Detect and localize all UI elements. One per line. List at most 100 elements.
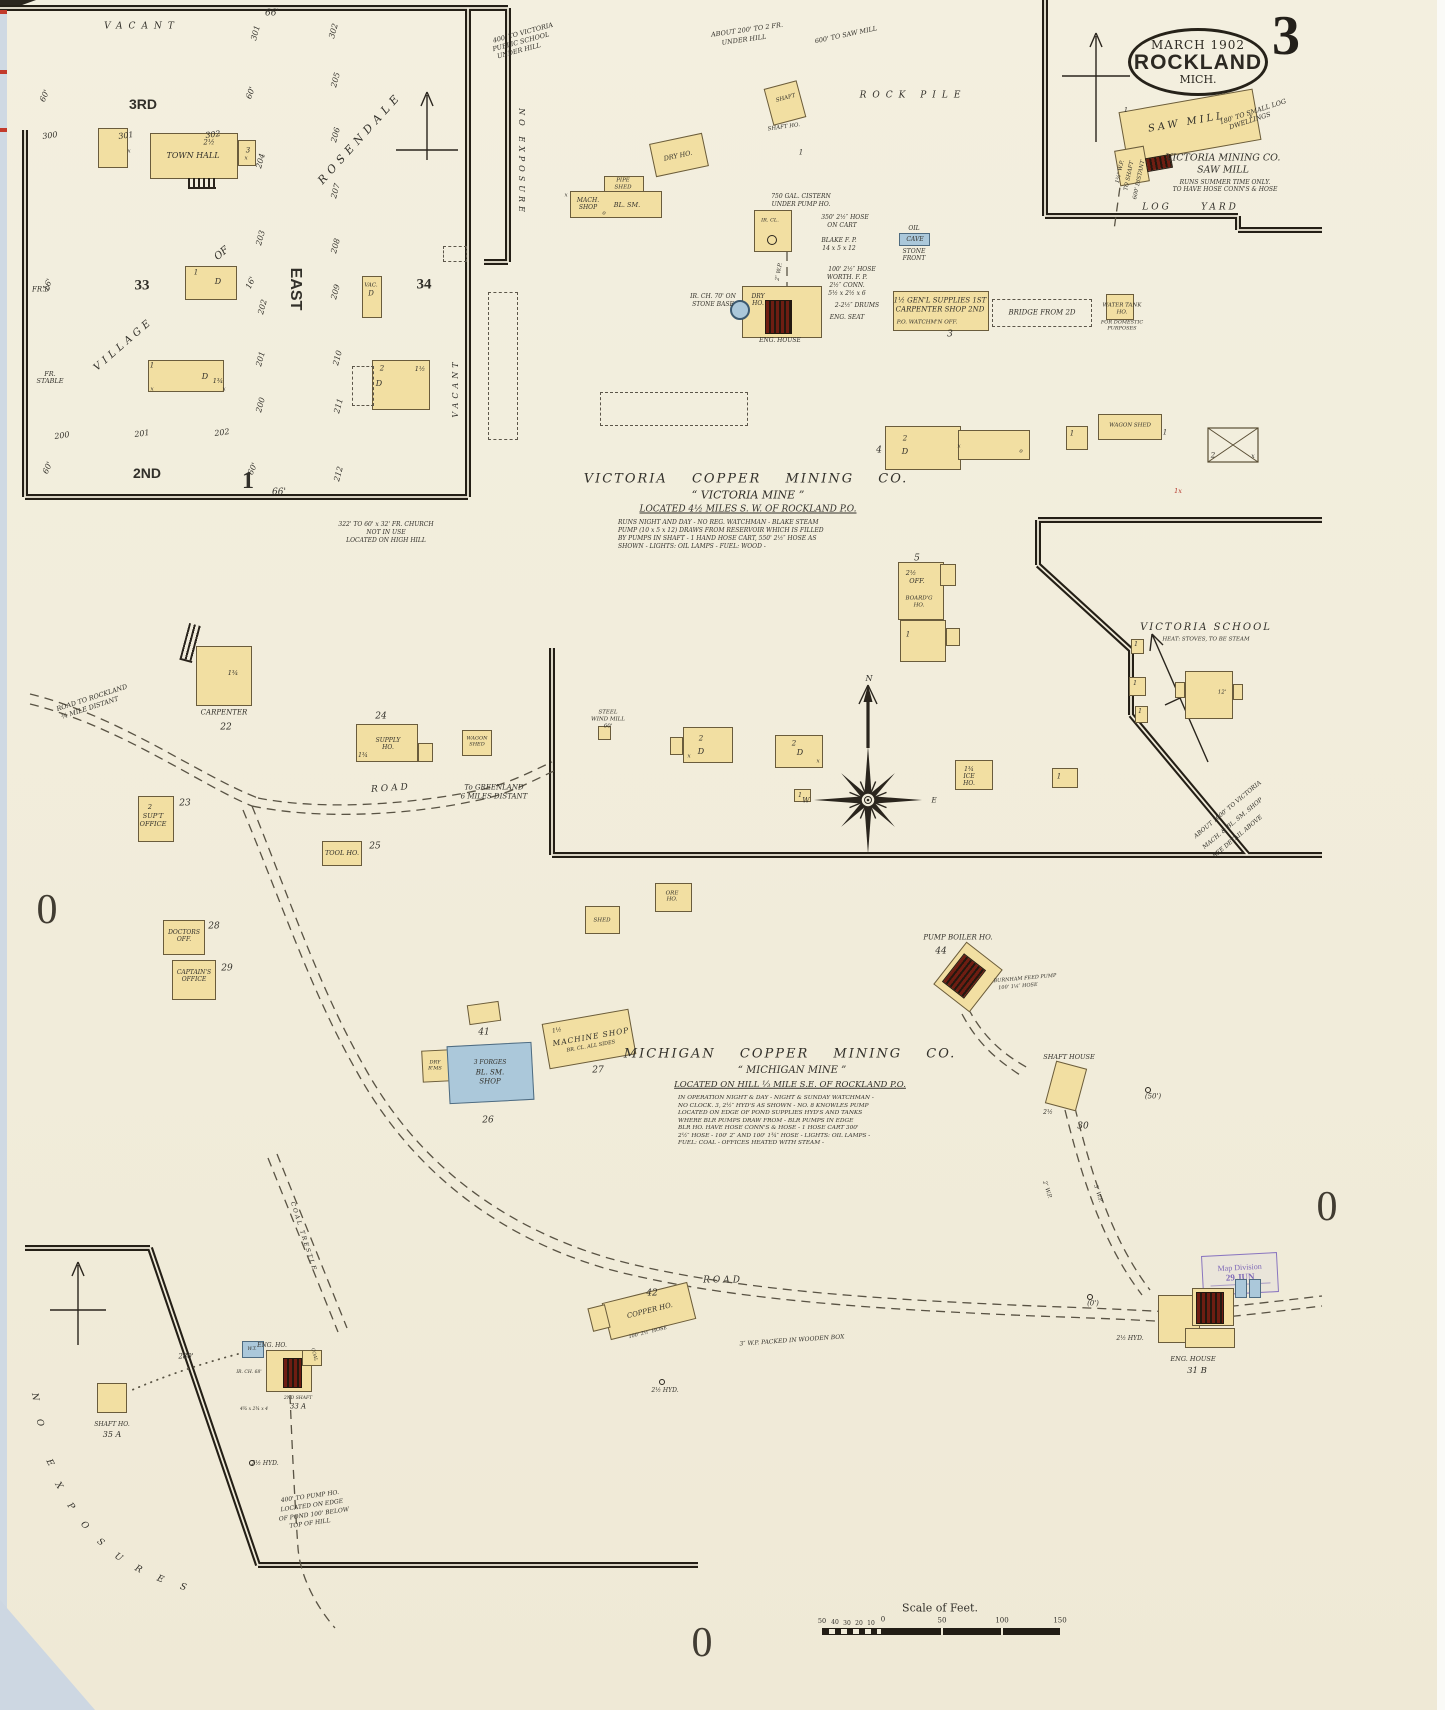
map-label: 5: [914, 553, 920, 564]
map-label: 2½: [905, 568, 917, 577]
map-label: To GREENLAND: [464, 783, 524, 792]
supply-house: [356, 724, 418, 762]
map-label: “ MICHIGAN MINE ”: [737, 1065, 847, 1076]
roads: [29, 693, 1323, 1323]
shaft-house-35a: [97, 1383, 127, 1413]
map-label: ENG. SEAT: [829, 314, 865, 321]
dashed-outline: [443, 246, 467, 262]
map-label: NO EXPOSURE: [517, 108, 526, 216]
map-label: x: [816, 758, 820, 765]
map-label: VACANT: [451, 358, 460, 418]
map-label: 2½″ HOSE - 100' 2″ AND 100' 1¾″ HOSE - L…: [678, 1132, 871, 1139]
map-label: ROCK PILE: [859, 90, 967, 101]
wagon-shed: [1098, 414, 1162, 440]
map-label: OIL: [908, 225, 920, 232]
oil-cave: [899, 233, 930, 246]
building: [1131, 639, 1144, 654]
boiler-block: [1196, 1292, 1224, 1324]
map-label: STONE: [902, 248, 926, 255]
map-label: 41: [478, 1027, 490, 1038]
map-label: BY PUMPS IN SHAFT - 1 HAND HOSE CART, 55…: [618, 535, 817, 542]
boiler-block: [283, 1358, 302, 1388]
map-label: PURPOSES: [1107, 325, 1137, 332]
map-label: “ VICTORIA MINE ”: [691, 488, 805, 502]
map-label: x: [1249, 113, 1253, 120]
map-label: x: [957, 443, 961, 450]
pump-house: [754, 210, 792, 252]
victoria-mine-title: VICTORIA COPPER MINING CO.: [583, 471, 909, 487]
map-label: 42: [646, 1288, 658, 1299]
map-label: BL. SM.: [613, 200, 641, 209]
map-label: 322' TO 60' x 32' FR. CHURCH: [338, 521, 434, 528]
office-boarding-house: [898, 562, 944, 620]
hydrant-mark: [249, 1460, 255, 1466]
building: [958, 430, 1030, 460]
map-label: ON CART: [827, 222, 857, 229]
map-label: 2: [791, 739, 797, 748]
map-label: 29: [221, 963, 233, 974]
building: [670, 737, 683, 755]
map-label: 30: [1077, 1121, 1089, 1132]
map-label: x: [127, 148, 131, 155]
map-label: OFFICE: [139, 819, 167, 828]
map-label: FRONT: [902, 255, 926, 262]
building: [418, 743, 433, 762]
map-label: 4¾ x 2¾ x 4: [239, 1406, 269, 1412]
map-label: 350' 2½″ HOSE: [821, 214, 869, 221]
map-label: 2-2½″ DRUMS: [834, 302, 880, 309]
building: [683, 727, 733, 763]
map-label: 6 MILES DISTANT: [460, 792, 528, 801]
building: [585, 906, 620, 934]
iron-chimney: [730, 300, 750, 320]
map-label: 2ND SHAFT: [283, 1395, 313, 1401]
map-date: MARCH 1902: [1151, 38, 1245, 52]
north-arrow-bottom-left: [50, 1261, 106, 1345]
building: [570, 191, 662, 218]
map-label: BLR HO. HAVE HOSE CONN'S & HOSE - 1 HOSE…: [678, 1125, 859, 1132]
map-label: SUPPLY: [375, 737, 401, 744]
superintendent-office: [138, 796, 174, 842]
map-label: OFF.: [176, 936, 192, 943]
north-arrow-village: [396, 91, 458, 160]
map-label: FR.D: [32, 285, 50, 294]
ice-house: [955, 760, 993, 790]
map-label: 1x: [1174, 486, 1182, 495]
map-label: E: [931, 796, 937, 805]
map-label: R'MS: [428, 1065, 442, 1072]
x-roofed-shed: [1207, 427, 1259, 463]
building: [946, 628, 960, 646]
map-label: D: [214, 277, 222, 286]
map-label: 150: [1053, 1616, 1067, 1625]
map-label: CAPTAIN'S: [176, 969, 212, 976]
map-label: SHAFT HO.: [94, 1421, 130, 1428]
doctors-office: [163, 920, 205, 955]
building: [1249, 1279, 1261, 1298]
building: [1135, 706, 1148, 723]
building: [885, 426, 961, 470]
map-label: 26: [482, 1115, 494, 1126]
map-label: WIND MILL: [591, 716, 625, 723]
map-label: 66': [272, 487, 286, 498]
map-label: 2: [698, 734, 704, 743]
map-label: FR.: [44, 369, 56, 378]
block-33: 33: [134, 277, 150, 294]
map-label: NOT IN USE: [366, 529, 406, 536]
map-label: PUMP BOILER HO.: [923, 933, 993, 942]
building: [1185, 1328, 1235, 1348]
tool-house: [322, 841, 362, 866]
map-label: N: [28, 1392, 41, 1402]
map-label: 2½: [1043, 1109, 1053, 1116]
map-label: 20: [855, 1620, 863, 1627]
windmill: [598, 726, 611, 740]
street-east: EAST: [287, 267, 304, 311]
map-label: 35 A: [102, 1430, 122, 1439]
town-hall: [150, 133, 238, 179]
michigan-mine-title: MICHIGAN COPPER MINING CO.: [623, 1046, 957, 1062]
map-label: CAVE: [906, 236, 924, 243]
map-label: 2: [147, 802, 153, 811]
map-label: OFF.: [909, 576, 925, 585]
map-label: LOCATED ON HIGH HILL: [346, 537, 426, 544]
map-label: 66': [265, 8, 279, 19]
map-label: VACANT: [104, 21, 180, 32]
